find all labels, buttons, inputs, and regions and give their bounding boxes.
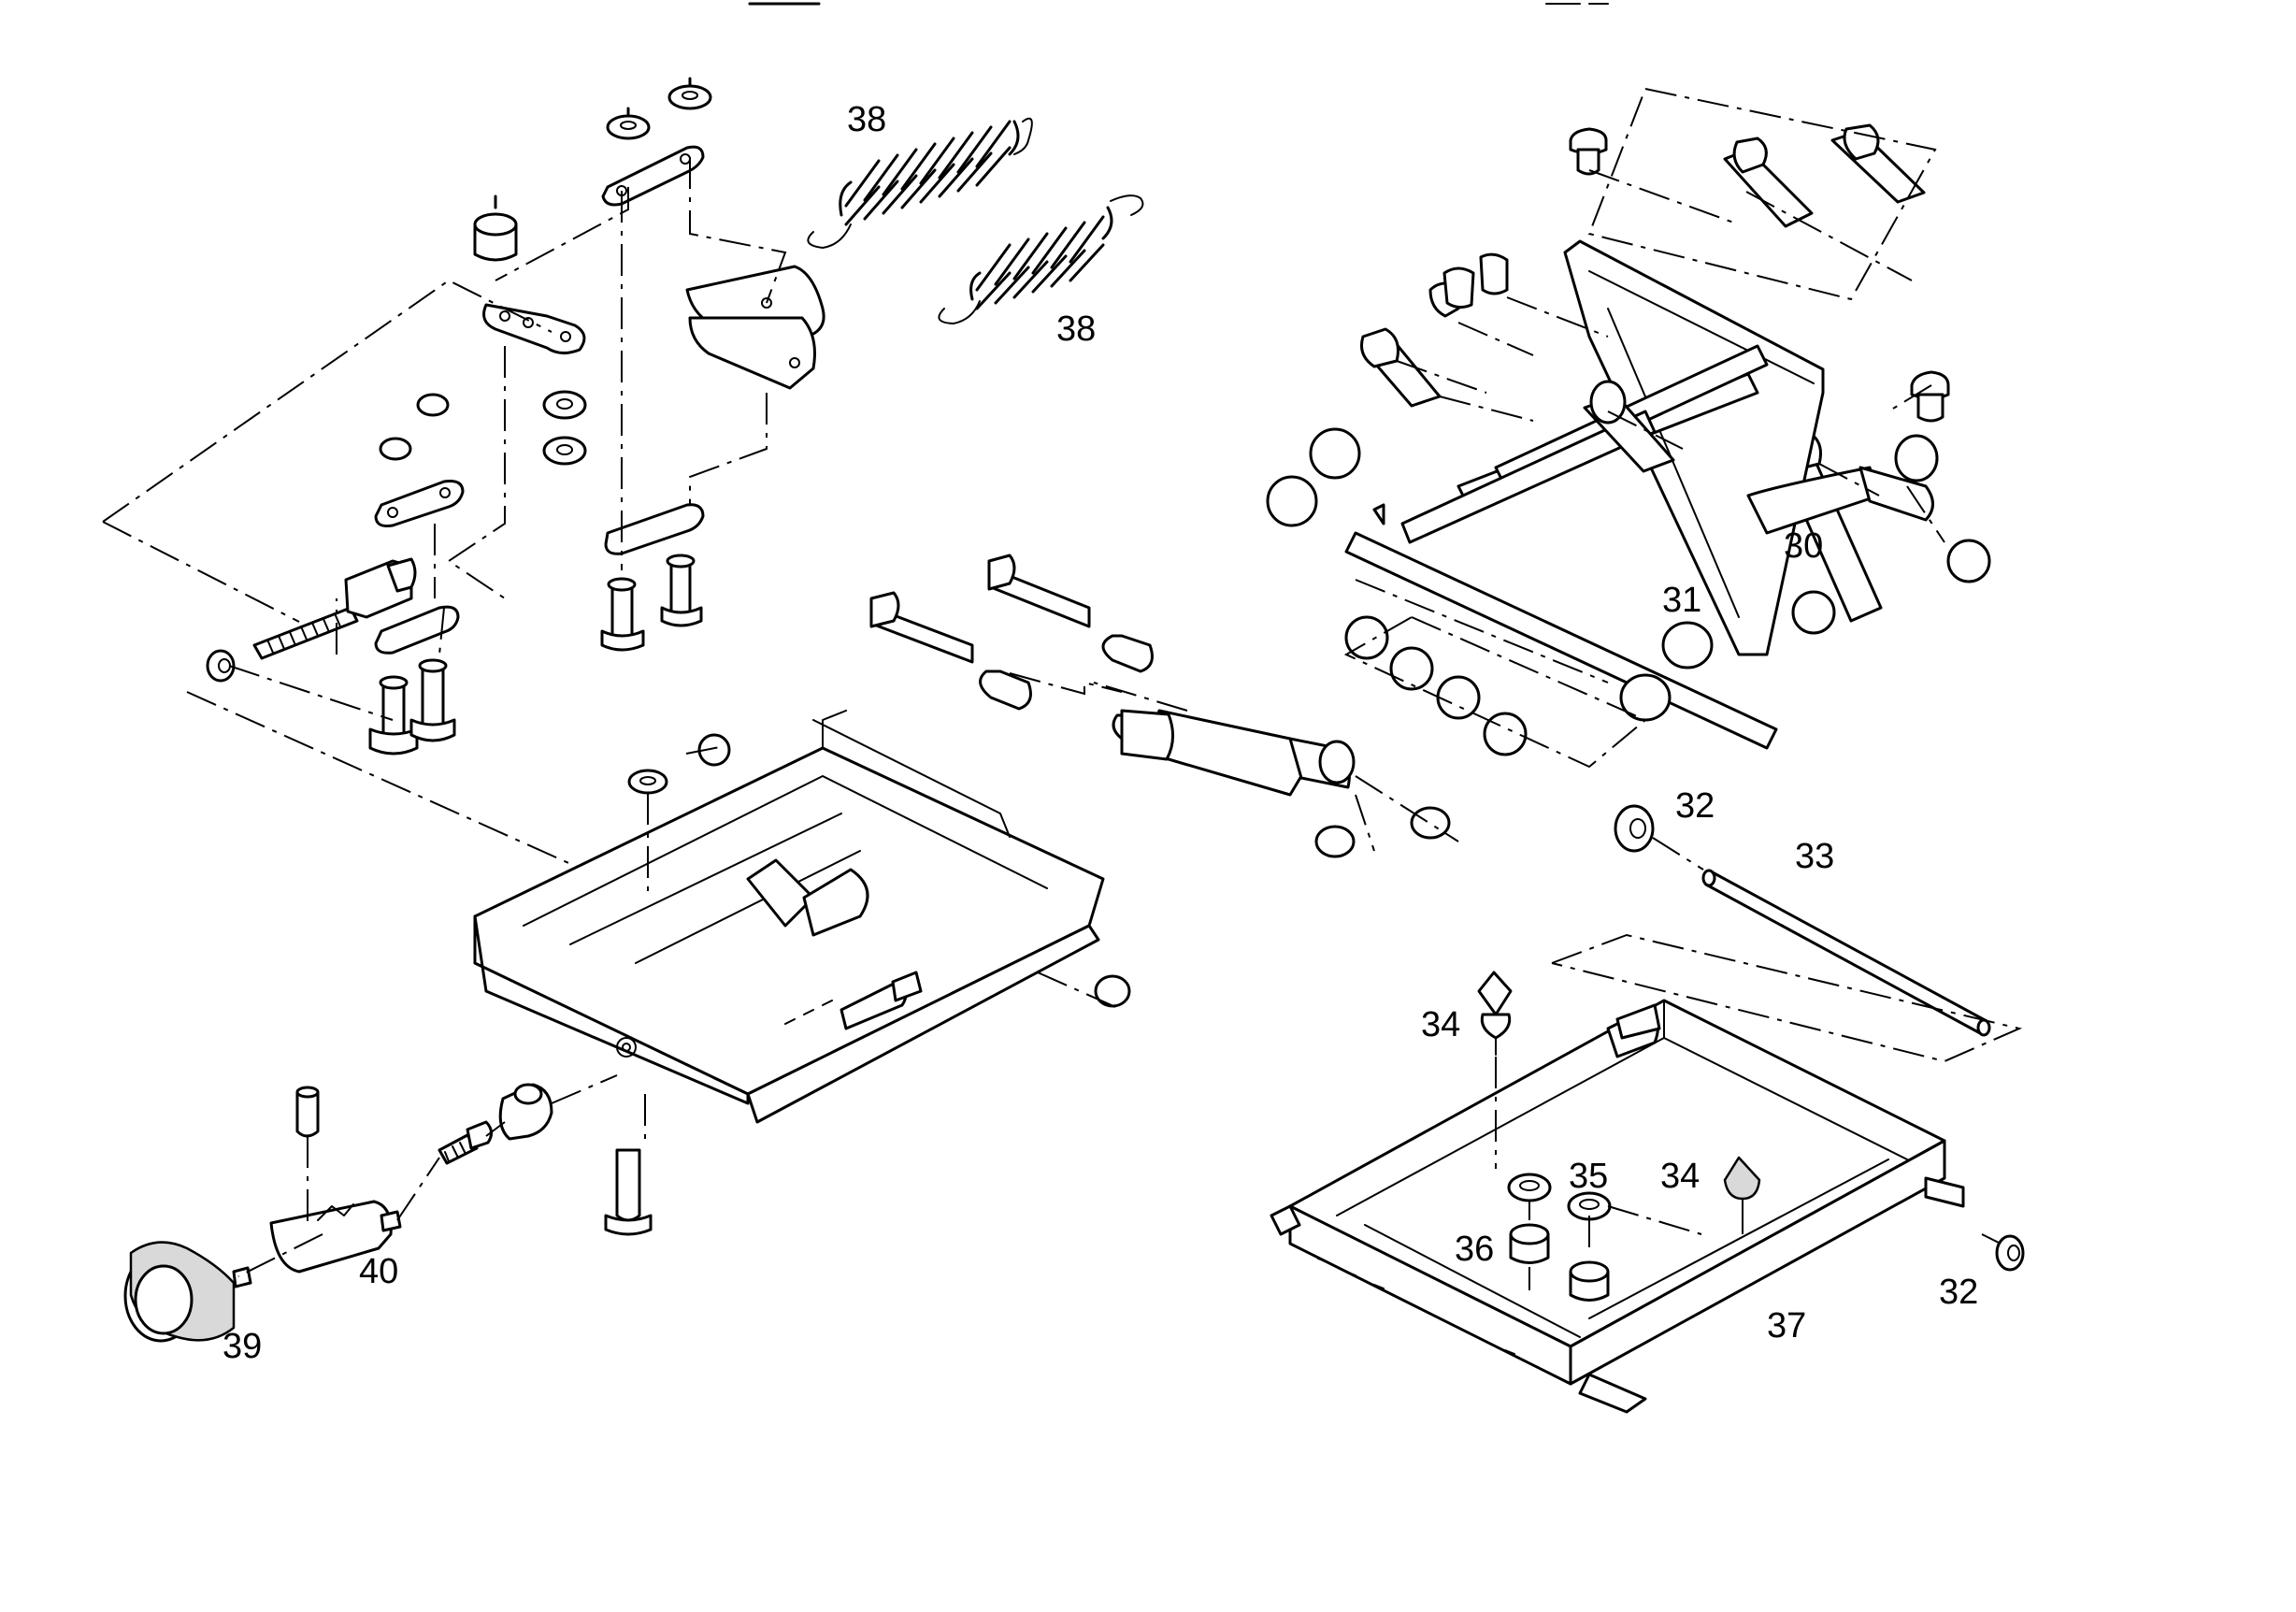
base-frame-37 (1270, 933, 2025, 1414)
linkage-assembly (102, 77, 825, 936)
callout-38-upper: 38 (847, 100, 886, 139)
callout-31: 31 (1662, 581, 1701, 620)
scissor-assembly-30 (1266, 88, 1991, 769)
callout-39: 39 (222, 1327, 262, 1366)
spring-38-upper (807, 117, 1033, 249)
knob-clamp-assembly (123, 1074, 653, 1343)
callout-labels: 38 38 30 31 32 33 34 34 35 36 32 37 40 3… (222, 100, 1978, 1366)
callout-36: 36 (1455, 1230, 1494, 1269)
shock-absorber (869, 554, 1459, 858)
callout-32-upper: 32 (1675, 786, 1715, 826)
callout-35: 35 (1569, 1157, 1608, 1196)
spring-38-lower (938, 194, 1144, 324)
callout-38-lower: 38 (1056, 309, 1096, 349)
callout-32-lower: 32 (1939, 1273, 1978, 1312)
lower-frame-left (473, 710, 1131, 1141)
callout-34-left: 34 (1421, 1005, 1460, 1044)
callout-30: 30 (1784, 526, 1823, 566)
callout-37: 37 (1767, 1306, 1806, 1346)
callout-40: 40 (359, 1252, 398, 1291)
callout-33: 33 (1795, 837, 1834, 876)
callout-34-right: 34 (1660, 1157, 1700, 1196)
